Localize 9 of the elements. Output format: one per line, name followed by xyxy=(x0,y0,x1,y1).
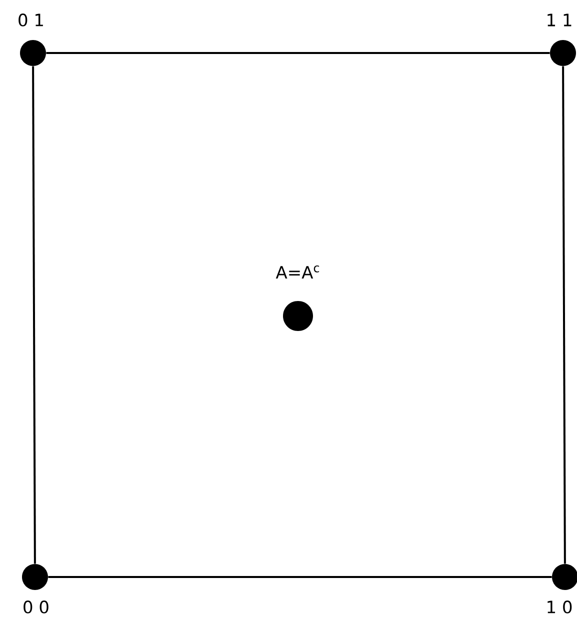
square-edge xyxy=(46,52,550,54)
square-edge xyxy=(32,66,36,564)
vertex-label: 0 1 xyxy=(18,14,43,26)
vertex-label: 1 0 xyxy=(548,600,572,614)
square-edge xyxy=(562,66,566,564)
square-edge xyxy=(48,576,552,578)
vertex-label: A=A$^{c}$ xyxy=(276,266,320,278)
vertex-label: 1 1 xyxy=(548,14,572,26)
vertex-label: 0 0 xyxy=(24,600,48,614)
